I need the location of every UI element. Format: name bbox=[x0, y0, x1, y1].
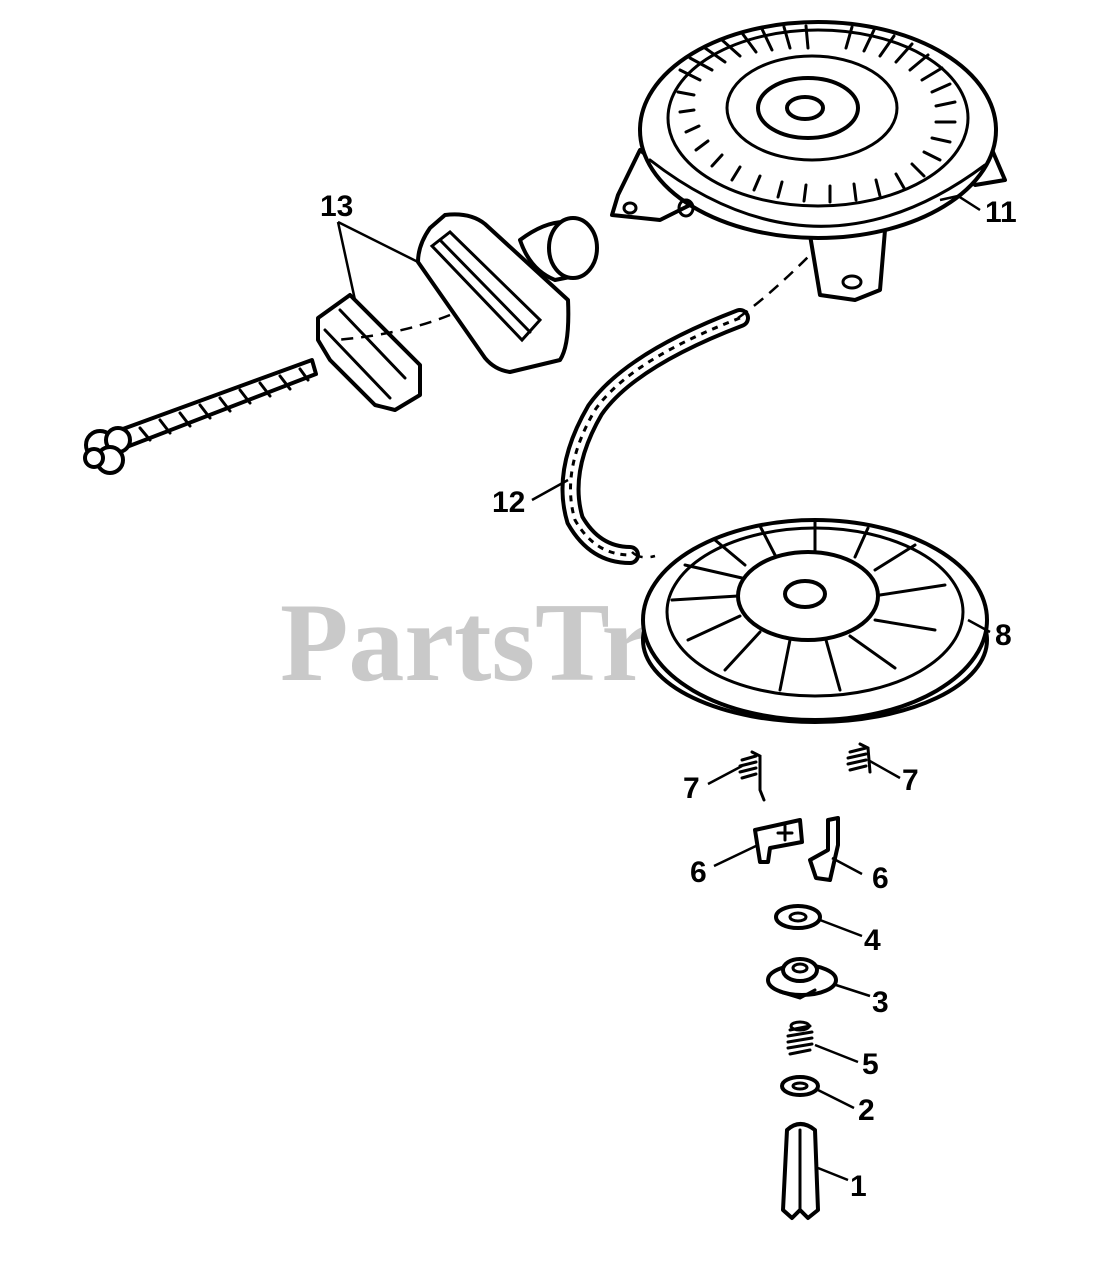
callout-12: 12 bbox=[492, 486, 525, 519]
callout-8: 8 bbox=[995, 619, 1012, 652]
leader-lines bbox=[336, 194, 991, 1182]
washer-2 bbox=[780, 1075, 820, 1097]
retainer bbox=[766, 957, 838, 1000]
pawl-left bbox=[753, 818, 804, 864]
callout-4: 4 bbox=[864, 924, 881, 957]
callout-6-left: 6 bbox=[690, 856, 707, 889]
callout-2: 2 bbox=[858, 1094, 875, 1127]
pawl-spring-left bbox=[738, 750, 766, 802]
pulley bbox=[641, 518, 989, 724]
pawl-spring-right bbox=[846, 742, 872, 774]
callout-11: 11 bbox=[985, 196, 1017, 229]
callout-6-right: 6 bbox=[872, 862, 889, 895]
retainer-pin bbox=[781, 1122, 820, 1220]
pawl-right bbox=[808, 816, 840, 882]
callout-1: 1 bbox=[850, 1170, 867, 1203]
starter-housing bbox=[610, 20, 1007, 302]
washer-4 bbox=[774, 904, 822, 930]
callout-3: 3 bbox=[872, 986, 889, 1019]
rope-knot bbox=[83, 358, 318, 475]
callout-7-right: 7 bbox=[902, 764, 919, 797]
starter-handle bbox=[416, 212, 599, 374]
handle-insert bbox=[316, 293, 422, 412]
callout-5: 5 bbox=[862, 1048, 879, 1081]
callout-7-left: 7 bbox=[683, 772, 700, 805]
assembly-lines bbox=[334, 254, 811, 559]
brake-spring bbox=[786, 1020, 814, 1056]
callout-13: 13 bbox=[320, 190, 353, 223]
starter-rope bbox=[560, 308, 750, 565]
